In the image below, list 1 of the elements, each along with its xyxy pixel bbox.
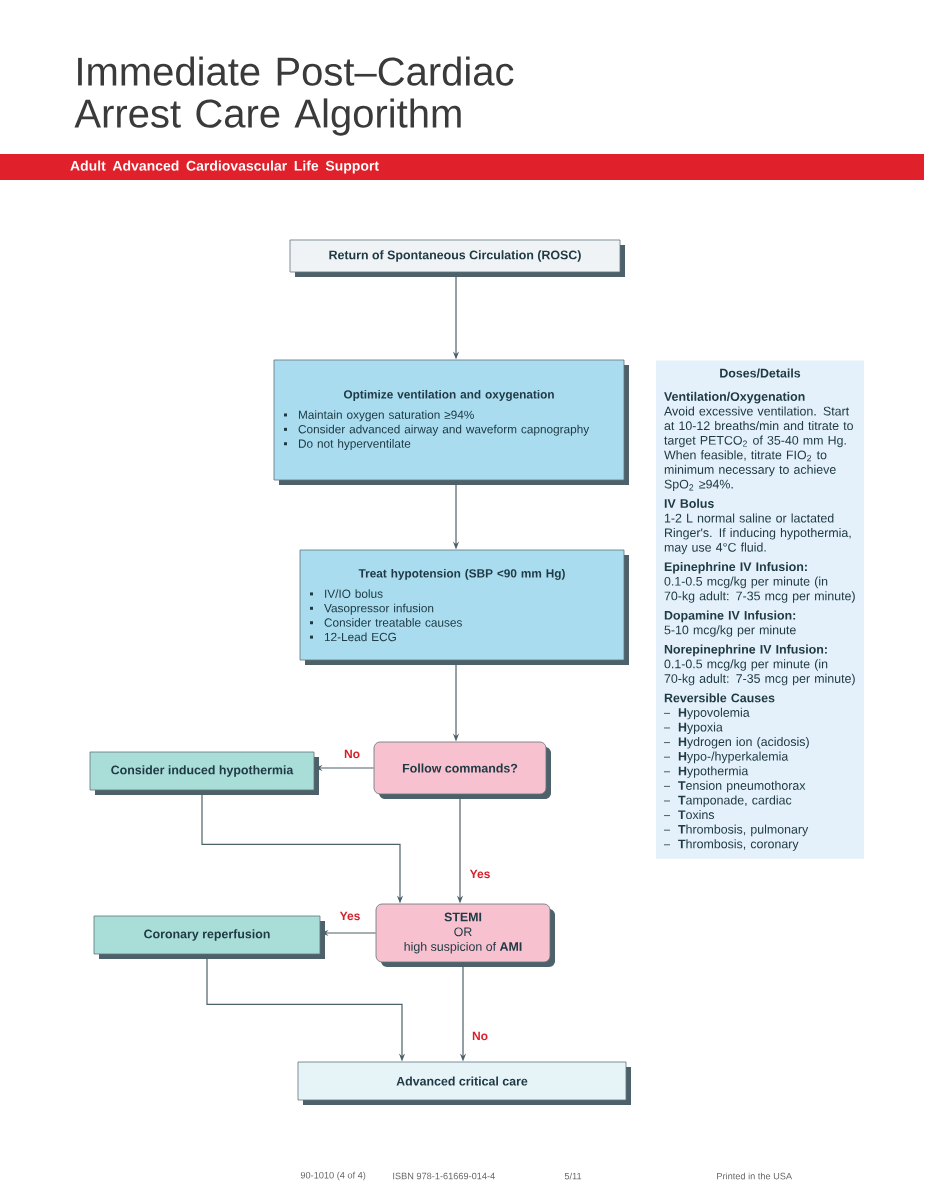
title: Immediate Post–Cardiac Arrest Care Algorithm xyxy=(74,56,514,136)
